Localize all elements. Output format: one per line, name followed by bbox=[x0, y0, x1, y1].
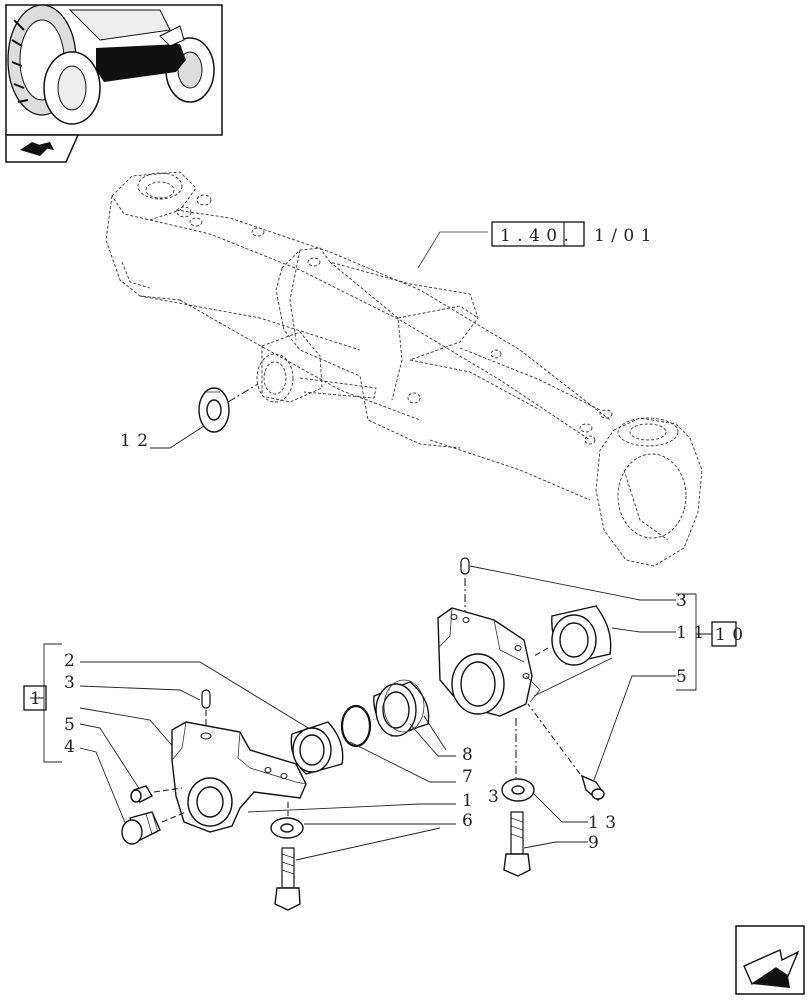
callout-2[interactable]: 2 bbox=[64, 651, 75, 671]
leader-housing bbox=[533, 657, 613, 697]
group-bracket-10 bbox=[676, 593, 712, 691]
part-8-seal[interactable] bbox=[373, 679, 430, 737]
callout-11[interactable]: 1 1 bbox=[676, 623, 705, 643]
part-6-bolt[interactable] bbox=[274, 847, 301, 911]
tractor-thumbnail[interactable] bbox=[5, 4, 223, 136]
callout-1-bottom[interactable]: 1 bbox=[462, 791, 473, 811]
leader-6b bbox=[295, 827, 441, 861]
axle-housing-outline bbox=[105, 171, 703, 567]
thumbnail-tab[interactable] bbox=[5, 134, 80, 163]
leader-11 bbox=[611, 627, 676, 633]
next-page-arrow-icon[interactable] bbox=[735, 925, 805, 995]
callout-7[interactable]: 7 bbox=[462, 767, 473, 787]
callout-10[interactable]: 1 0 bbox=[715, 625, 744, 645]
callout-5-left[interactable]: 5 bbox=[64, 715, 75, 735]
callout-5-right[interactable]: 5 bbox=[676, 667, 687, 687]
part-4-plug[interactable] bbox=[121, 811, 187, 845]
callout-8[interactable]: 8 bbox=[462, 745, 473, 765]
callout-9[interactable]: 9 bbox=[588, 833, 599, 853]
part-7-oring[interactable] bbox=[340, 704, 372, 748]
callout-6[interactable]: 6 bbox=[462, 811, 473, 831]
leader-8 bbox=[409, 723, 456, 757]
part-3-pin-top[interactable] bbox=[460, 557, 470, 612]
leader-9 bbox=[523, 841, 588, 849]
leader-1-group bbox=[79, 707, 177, 751]
leader-2 bbox=[80, 661, 319, 735]
leader-13 bbox=[533, 793, 588, 823]
part-2-bushing[interactable] bbox=[290, 721, 344, 775]
leader-5-right bbox=[593, 675, 676, 781]
leader-3-top bbox=[469, 565, 676, 601]
callout-3-left[interactable]: 3 bbox=[64, 673, 75, 693]
leader-8b bbox=[423, 715, 447, 751]
part-3-pin-left[interactable] bbox=[201, 689, 211, 732]
leader-7 bbox=[349, 741, 456, 783]
callout-13[interactable]: 1 3 bbox=[588, 813, 617, 833]
leader-5-left bbox=[79, 723, 141, 791]
leader-4 bbox=[79, 747, 129, 831]
part-13-washer[interactable] bbox=[501, 778, 535, 802]
king-pin-housing-right[interactable] bbox=[437, 607, 541, 717]
part-9-bolt[interactable] bbox=[503, 811, 531, 877]
leader-3-left bbox=[79, 685, 201, 701]
part-12-washer[interactable] bbox=[198, 383, 259, 433]
part-6-washer[interactable] bbox=[270, 817, 304, 839]
reference-label[interactable]: 1 . 4 0 . 1 / 0 1 bbox=[417, 221, 652, 269]
callout-12[interactable]: 1 2 bbox=[120, 431, 149, 451]
callout-3-top[interactable]: 3 bbox=[676, 591, 687, 611]
callout-1-group[interactable]: 1 bbox=[30, 689, 41, 709]
part-11-bushing[interactable] bbox=[533, 605, 612, 666]
group-bracket-1 bbox=[30, 643, 62, 763]
leader-12 bbox=[150, 425, 205, 449]
reference-prefix: 1 . 4 0 . bbox=[500, 226, 569, 246]
part-5-grease-fitting-left[interactable] bbox=[130, 785, 183, 803]
part-5-grease-fitting-right[interactable] bbox=[527, 703, 605, 801]
callout-3-washer[interactable]: 3 bbox=[488, 787, 499, 807]
leader-1-bottom bbox=[247, 803, 456, 813]
king-pin-bracket-left[interactable] bbox=[171, 721, 307, 833]
reference-suffix: 1 / 0 1 bbox=[594, 226, 652, 246]
callout-4[interactable]: 4 bbox=[64, 737, 75, 757]
